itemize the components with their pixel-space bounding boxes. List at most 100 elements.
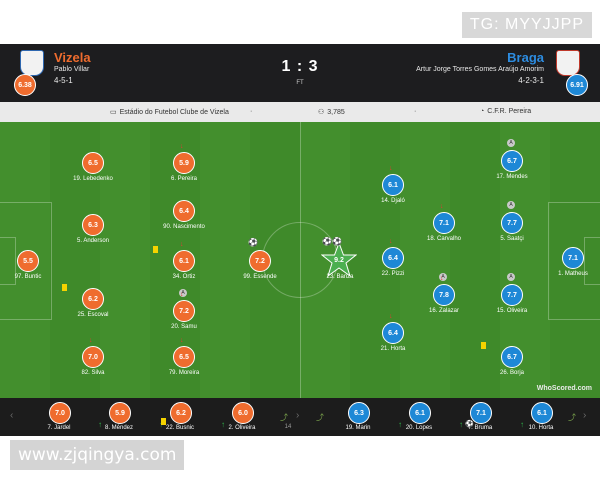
player[interactable]: 6.1 34. Ortiz ↓ [144, 241, 224, 302]
separator-dot: · [250, 108, 253, 115]
player-rating: 7.8 [433, 284, 455, 306]
player[interactable]: 6.7 17. Mendes A [472, 139, 552, 202]
subbed-off-icon: ↓ [180, 291, 184, 298]
player-rating: 6.2 [170, 402, 192, 424]
chevron-right-icon[interactable]: › [583, 410, 587, 421]
player-name: 90. Nascimento [163, 224, 205, 230]
yellow-card-icon [153, 246, 158, 253]
player-rating: 9.2 [334, 256, 344, 264]
chevron-right-icon[interactable]: › [296, 410, 300, 421]
player-name: 18. Carvalho [426, 236, 462, 242]
player-name: 34. Ortiz [172, 274, 196, 280]
stadium-name: Estádio do Futebol Clube de Vizela [119, 109, 229, 116]
assist-icon: A [507, 139, 515, 147]
match-score: 1 : 3 [281, 58, 319, 75]
player-rating: 6.0 [232, 402, 254, 424]
referee-name: C.F.R. Pereira [487, 108, 532, 115]
player-name: 15. Oliveira [496, 308, 528, 314]
player-name: 6. Pereira [170, 176, 197, 182]
player-rating: 6.7 [501, 150, 523, 172]
whoscored-logo: WhoScored.com [536, 385, 592, 392]
player-rating: 7.7 [501, 212, 523, 234]
player-rating: 6.3 [348, 402, 370, 424]
substitute-player[interactable]: 6.222. Busnic↑ [157, 398, 203, 434]
player-name: 20. Samu [171, 324, 197, 330]
subbed-off-icon: ↓ [389, 165, 393, 172]
goal-ball-icon: ⚽ [465, 421, 474, 428]
player-rating: 6.5 [82, 152, 104, 174]
player-name: 5. Saatçi [500, 236, 524, 242]
player-name: 17. Mendes [496, 174, 528, 180]
player-name: 20. Lopes [405, 425, 433, 431]
away-team-name[interactable]: Braga [507, 50, 544, 65]
player-rating: 6.1 [531, 402, 553, 424]
home-team-rating: 6.38 [14, 74, 36, 96]
braga-crest-icon[interactable] [556, 50, 580, 76]
subbed-on-icon: ↑ [520, 420, 524, 429]
stadium-icon: ▭ [110, 109, 117, 116]
home-coach: Pablo Villar [54, 66, 90, 73]
yellow-card-icon [161, 418, 166, 425]
player-rating: 6.1 [173, 250, 195, 272]
subbed-off-icon: ↓ [180, 143, 184, 150]
player-name: 1. Matheus [558, 271, 588, 277]
home-formation: 4-5-1 [54, 76, 73, 85]
vizela-crest-icon[interactable] [20, 50, 44, 76]
player-name: 14. Djaló [381, 198, 405, 204]
stadium-info: ▭Estádio do Futebol Clube de Vizela [110, 108, 229, 116]
yellow-card-icon [62, 284, 67, 291]
left-goal-box [0, 237, 16, 285]
home-team-name[interactable]: Vizela [54, 50, 91, 65]
player-rating: 7.1 [433, 212, 455, 234]
right-goal-box [584, 237, 600, 285]
player-name: 19. Marin [345, 425, 371, 431]
player-name: 5. Anderson [76, 238, 110, 244]
player-rating: 7.7 [501, 284, 523, 306]
player-name: 14 [284, 424, 292, 430]
player-name: 97. Buntic [14, 274, 42, 280]
player[interactable]: 5.9 6. Pereira ↓ [144, 143, 224, 204]
whistle-icon: ◔ [480, 108, 485, 115]
substitute-player[interactable]: 14 [265, 398, 311, 434]
player-name: 26. Borja [499, 370, 524, 376]
match-header: 6.38 Vizela Pablo Villar 4-5-1 1 : 3 FT … [0, 44, 600, 102]
subbed-on-icon: ↑ [459, 420, 463, 429]
player-name: 22. Pizzi [381, 271, 405, 277]
watermark-top: TG: MYYJJPP [461, 12, 592, 38]
player-name: 22. Busnic [165, 425, 195, 431]
player-rating: 5.9 [173, 152, 195, 174]
player-name: 8. Méndez [104, 425, 134, 431]
attendance-info: ⚇3,785 [318, 108, 345, 116]
player-name: 25. Escoval [77, 312, 109, 318]
player-name: 7. Jardel [47, 425, 71, 431]
subbed-on-icon: ↑ [98, 420, 102, 429]
chevron-left-icon[interactable]: ‹ [10, 410, 14, 421]
